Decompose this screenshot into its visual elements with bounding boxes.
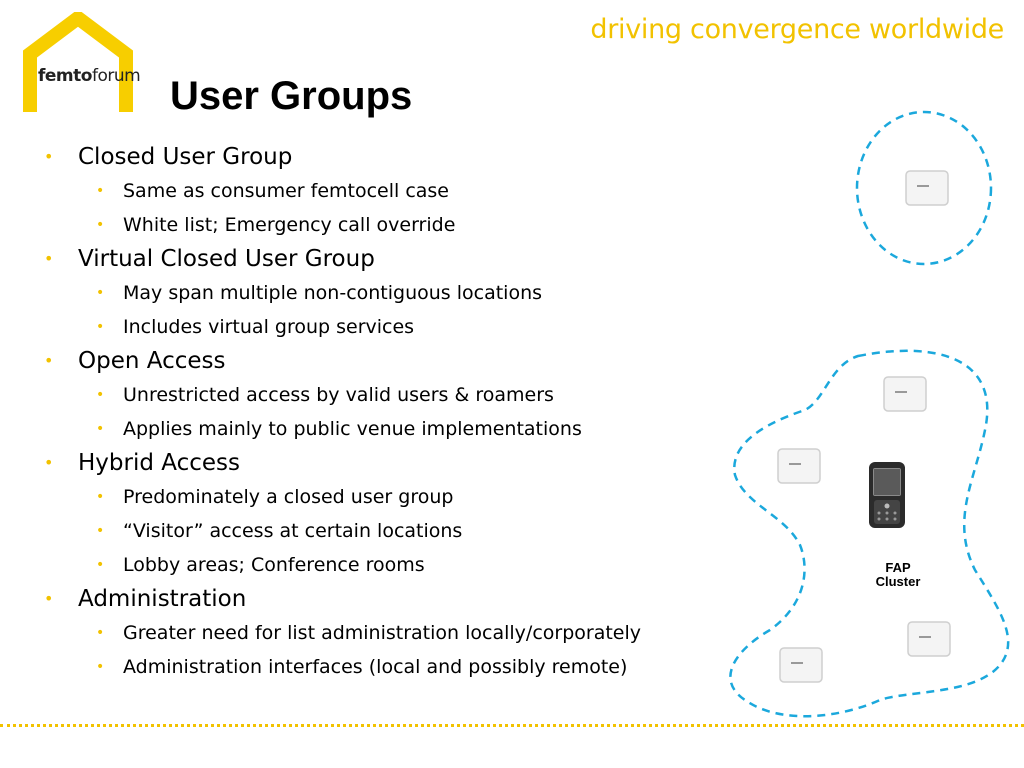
sub-bullet: • Lobby areas; Conference rooms — [40, 548, 720, 582]
bullet-icon: • — [44, 249, 54, 268]
sub-bullet: • May span multiple non-contiguous locati… — [40, 276, 720, 310]
bullet-heading: • Closed User Group — [40, 140, 720, 174]
sub-bullet: • Includes virtual group services — [40, 310, 720, 344]
logo-text-bold: femto — [38, 66, 92, 86]
access-point-icon — [777, 448, 821, 484]
sub-bullet: • Predominately a closed user group — [40, 480, 720, 514]
bullet-heading-text: Hybrid Access — [78, 450, 240, 476]
bullet-list: • Closed User Group • Same as consumer fem… — [40, 140, 720, 684]
bullet-icon: • — [96, 557, 105, 573]
bullet-icon: • — [96, 319, 105, 335]
sub-bullet: • White list; Emergency call override — [40, 208, 720, 242]
sub-bullet-text: Unrestricted access by valid users & roa… — [123, 384, 554, 406]
bullet-heading: • Administration — [40, 582, 720, 616]
sub-bullet-text: Predominately a closed user group — [123, 486, 454, 508]
fap-label-line2: Cluster — [875, 574, 921, 589]
femtoforum-logo — [18, 9, 148, 122]
bullet-icon: • — [96, 659, 105, 675]
bullet-icon: • — [96, 387, 105, 403]
sub-bullet: • Applies mainly to public venue implemen… — [40, 412, 720, 446]
bullet-icon: • — [96, 489, 105, 505]
sub-bullet: • “Visitor” access at certain locations — [40, 514, 720, 548]
sub-bullet: • Administration interfaces (local and po… — [40, 650, 720, 684]
sub-bullet-text: Greater need for list administration loc… — [123, 622, 642, 644]
bullet-heading-text: Closed User Group — [78, 144, 293, 170]
access-point-icon — [883, 376, 927, 412]
slide-title: User Groups — [170, 74, 413, 118]
bullet-icon: • — [96, 285, 105, 301]
bullet-icon: • — [44, 147, 54, 166]
sub-bullet-text: Includes virtual group services — [123, 316, 415, 338]
mobile-phone-icon — [869, 462, 905, 528]
bullet-icon: • — [44, 453, 54, 472]
sub-bullet-text: May span multiple non-contiguous locatio… — [123, 282, 543, 304]
bullet-icon: • — [96, 217, 105, 233]
access-point-icon — [905, 170, 949, 206]
house-logo-icon — [23, 9, 133, 112]
bullet-icon: • — [44, 589, 54, 608]
bullet-heading: • Open Access — [40, 344, 720, 378]
bullet-heading-text: Virtual Closed User Group — [78, 246, 375, 272]
bullet-icon: • — [96, 183, 105, 199]
fap-cluster-boundary — [729, 349, 1010, 718]
footer-divider — [0, 724, 1024, 727]
sub-bullet-text: “Visitor” access at certain locations — [123, 520, 463, 542]
sub-bullet-text: Lobby areas; Conference rooms — [123, 554, 425, 576]
sub-bullet-text: Administration interfaces (local and pos… — [123, 656, 628, 678]
bullet-icon: • — [44, 351, 54, 370]
bullet-heading: • Virtual Closed User Group — [40, 242, 720, 276]
bullet-heading-text: Administration — [78, 586, 247, 612]
fap-label-line1: FAP — [885, 560, 911, 575]
bullet-heading-text: Open Access — [78, 348, 226, 374]
sub-bullet: • Unrestricted access by valid users & ro… — [40, 378, 720, 412]
bullet-icon: • — [96, 421, 105, 437]
sub-bullet-text: White list; Emergency call override — [123, 214, 456, 236]
bullet-heading: • Hybrid Access — [40, 446, 720, 480]
fap-diagram — [729, 110, 1010, 718]
logo-text: femtoforum — [38, 66, 141, 86]
sub-bullet: • Greater need for list administration lo… — [40, 616, 720, 650]
single-fap-boundary — [855, 110, 993, 266]
sub-bullet-text: Same as consumer femtocell case — [123, 180, 449, 202]
sub-bullet: • Same as consumer femtocell case — [40, 174, 720, 208]
access-point-icon — [907, 621, 951, 657]
sub-bullet-text: Applies mainly to public venue implement… — [123, 418, 582, 440]
bullet-icon: • — [96, 523, 105, 539]
logo-text-regular: forum — [91, 66, 141, 86]
bullet-icon: • — [96, 625, 105, 641]
tagline: driving convergence worldwide — [590, 14, 1004, 45]
access-point-icon — [779, 647, 823, 683]
